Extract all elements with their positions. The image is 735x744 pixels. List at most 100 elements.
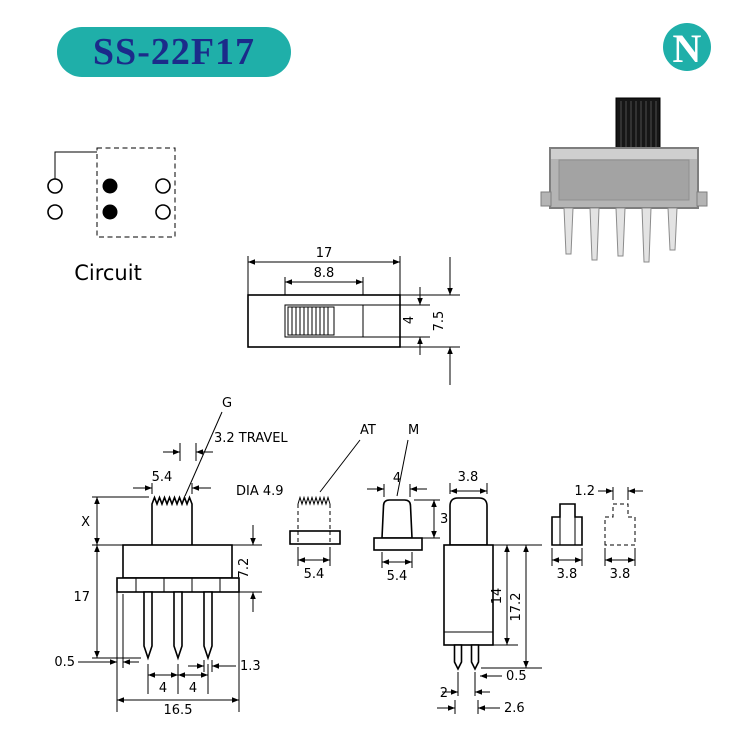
dim-label: 7.2 <box>237 558 252 579</box>
dim-label: 4 <box>159 681 167 696</box>
circuit-caption: Circuit <box>74 261 142 285</box>
dim-label: 2 <box>440 686 448 701</box>
dim-top-width: 4 <box>367 471 427 497</box>
dim-label: 4 <box>189 681 197 696</box>
actuator-knob <box>615 97 661 155</box>
m-label: M <box>408 423 419 438</box>
m-view-drawing: M 4 3 5.4 <box>367 423 448 584</box>
top-view-drawing: 17 8.8 4 7.5 <box>247 246 460 385</box>
circuit-link-line <box>54 151 97 179</box>
terminal-circle <box>155 178 171 194</box>
dim-label: 1.2 <box>574 484 595 499</box>
knob-knurled <box>151 495 193 545</box>
dim-right-width: 3.8 <box>604 548 636 582</box>
product-photo <box>540 97 708 263</box>
dim-pin-offset: 0.5 <box>480 669 527 684</box>
brand-badge: SS-22F17 <box>57 27 291 77</box>
dim-label: 8.8 <box>314 266 335 281</box>
brand-logo: N <box>663 23 711 71</box>
terminal-circle <box>47 178 63 194</box>
mounting-ear-left <box>540 191 552 207</box>
dim-body-height: 7.5 <box>400 257 460 385</box>
at-leader-line <box>319 439 361 493</box>
terminal-circle-filled <box>102 204 118 220</box>
g-label: G <box>222 396 232 411</box>
at-label: AT <box>360 423 376 438</box>
dim-label: 3 <box>440 512 448 527</box>
dim-pin-pitch: 2 <box>440 672 490 701</box>
dim-height: 3 <box>414 499 448 539</box>
dim-label: 5.4 <box>152 470 173 485</box>
base-ticks <box>135 578 221 592</box>
part-number-title: SS-22F17 <box>93 31 255 73</box>
terminal-end-solid <box>551 503 583 546</box>
front-view-drawing: G 3.2 TRAVEL 5.4 X 17 <box>54 396 288 718</box>
knob-dome <box>381 499 413 539</box>
dim-label: 3.8 <box>610 567 631 582</box>
dim-label: 1.3 <box>240 659 261 674</box>
dim-label: 17 <box>73 590 90 605</box>
dim-label: 17.2 <box>509 593 524 622</box>
dim-pin-width: 1.3 <box>188 659 261 674</box>
dim-label: 14 <box>490 588 505 605</box>
label-g: G <box>184 396 232 497</box>
dim-label: 0.5 <box>54 655 75 670</box>
housing-highlight <box>551 149 697 159</box>
terminal-circle <box>155 204 171 220</box>
slot-outline <box>284 304 364 338</box>
logo-circle <box>663 23 711 71</box>
dim-label: 16.5 <box>164 703 193 718</box>
dim-knob-height-x: X <box>81 496 149 546</box>
dim-pin-pitches: 4 4 <box>147 664 209 696</box>
side-view-drawing: 3.8 14 17.2 0.5 2 2.6 <box>437 470 542 716</box>
dim-left-width: 3.8 <box>551 548 583 582</box>
knob-knurl-profile <box>297 495 331 506</box>
dim-body-width: 16.5 <box>117 592 240 718</box>
dim-width: 5.4 <box>381 552 413 584</box>
circuit-housing-outline <box>96 147 176 238</box>
pin-1 <box>143 591 153 661</box>
dim-label: 2.6 <box>504 701 525 716</box>
pin-1 <box>453 644 463 671</box>
body-side <box>443 544 494 646</box>
base-flange <box>116 577 240 593</box>
pin-3 <box>203 591 213 661</box>
at-view-drawing: AT DIA 4.9 5.4 <box>236 423 376 582</box>
circuit-diagram: Circuit <box>47 147 176 285</box>
dim-knob-width: 3.8 <box>449 470 488 494</box>
dim-label: 4 <box>393 471 401 486</box>
travel-label: 3.2 TRAVEL <box>214 431 288 446</box>
dim-label: 3.8 <box>458 470 479 485</box>
dim-pin-span: 2.6 <box>437 700 525 716</box>
dim-label: X <box>81 515 90 530</box>
dim-knob-travel: 8.8 <box>284 266 364 295</box>
logo-letter: N <box>673 26 702 71</box>
knob-knurl-lines <box>291 307 329 335</box>
dim-label: 4 <box>402 316 417 324</box>
dim-label: 0.5 <box>506 669 527 684</box>
dia-label: DIA 4.9 <box>236 484 284 499</box>
terminal-circle-filled <box>102 178 118 194</box>
dim-width: 5.4 <box>297 547 331 582</box>
dim-body-height: 7.2 <box>232 525 262 612</box>
base-plate <box>289 530 341 545</box>
mounting-ear-right <box>696 191 708 207</box>
dim-travel: 3.2 TRAVEL <box>163 431 288 461</box>
m-leader-line <box>396 439 409 497</box>
terminal-circle <box>47 204 63 220</box>
dim-pin-offset: 0.5 <box>54 592 139 712</box>
knob-top <box>287 306 335 336</box>
dim-label: 5.4 <box>304 567 325 582</box>
badge-pill <box>57 27 291 77</box>
dim-knob-width: 5.4 <box>133 470 211 494</box>
pin-2 <box>470 644 480 671</box>
end-view-drawings: 1.2 3.8 3.8 <box>551 484 643 582</box>
dim-tip-width: 1.2 <box>574 484 643 500</box>
dim-label: 7.5 <box>432 311 447 332</box>
actuator-ridges <box>620 101 657 151</box>
dim-slot-height: 4 <box>363 287 430 355</box>
base-plate <box>373 537 423 551</box>
housing-recess <box>558 159 690 201</box>
dim-label: 17 <box>316 246 333 261</box>
